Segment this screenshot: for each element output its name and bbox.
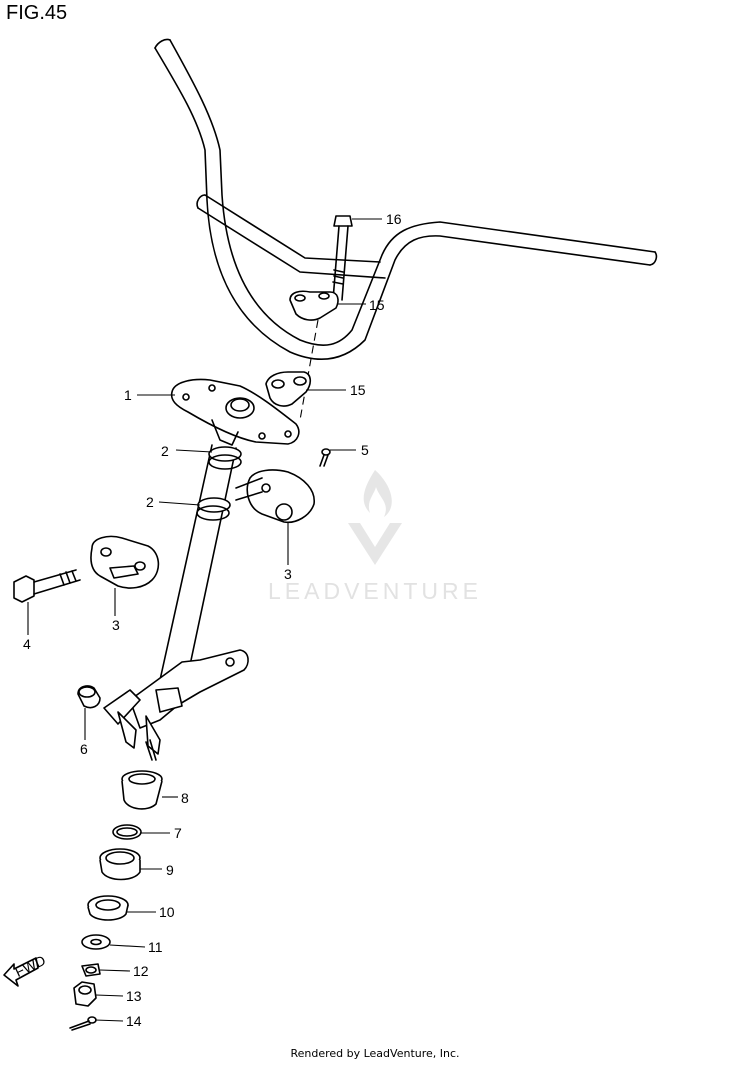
callout-7: 7 [174, 825, 182, 841]
callout-5: 5 [361, 442, 369, 458]
leadventure-logo-icon [348, 470, 402, 565]
callout-16: 16 [386, 211, 402, 227]
lock-washer[interactable] [81, 963, 101, 977]
fwd-label: FWD [12, 952, 48, 980]
leader-lines [27, 218, 382, 1022]
washer[interactable] [81, 934, 111, 950]
footer-credit: Rendered by LeadVenture, Inc. [290, 1047, 460, 1060]
callout-3-left: 3 [112, 617, 120, 633]
callout-9: 9 [166, 862, 174, 878]
callout-3-right: 3 [284, 566, 292, 582]
castle-nut[interactable] [73, 981, 97, 1007]
callout-8: 8 [181, 790, 189, 806]
cotter-pin-lower[interactable] [69, 1016, 97, 1031]
handlebar[interactable] [154, 38, 658, 360]
callout-15-lower: 15 [350, 382, 366, 398]
callout-13: 13 [126, 988, 142, 1004]
handlebar-plate[interactable] [170, 378, 300, 445]
holder-bolt[interactable] [13, 569, 81, 603]
forward-arrow-icon: FWD [3, 952, 48, 987]
steering-bearing[interactable] [87, 895, 129, 921]
callout-1: 1 [124, 387, 132, 403]
cotter-pin[interactable] [319, 448, 331, 467]
shaft-holder-right[interactable] [235, 469, 315, 524]
callout-2-lower: 2 [146, 494, 154, 510]
figure-title: FIG.45 [6, 2, 68, 24]
callout-10: 10 [159, 904, 175, 920]
handlebar-holder-upper[interactable] [289, 290, 339, 321]
o-ring[interactable] [112, 824, 142, 840]
watermark-text: LEADVENTURE [268, 578, 482, 604]
rubber-cap[interactable] [77, 685, 101, 709]
bushing[interactable] [121, 770, 163, 810]
callout-14: 14 [126, 1013, 142, 1029]
callout-12: 12 [133, 963, 149, 979]
callout-6: 6 [80, 741, 88, 757]
callout-15-upper: 15 [369, 297, 385, 313]
steering-shaft[interactable] [103, 419, 249, 761]
callout-2-upper: 2 [161, 443, 169, 459]
dust-seal[interactable] [99, 848, 141, 881]
callout-labels: 1 2 2 3 3 4 5 6 8 7 9 10 11 12 13 14 15 … [23, 211, 402, 1029]
callout-4: 4 [23, 636, 31, 652]
callout-11: 11 [148, 939, 163, 955]
handlebar-holder-lower[interactable] [265, 371, 312, 407]
shaft-holder-left[interactable] [90, 535, 160, 589]
assembly-center-line [299, 319, 319, 421]
handlebar-clamp-bolt[interactable] [332, 215, 353, 301]
